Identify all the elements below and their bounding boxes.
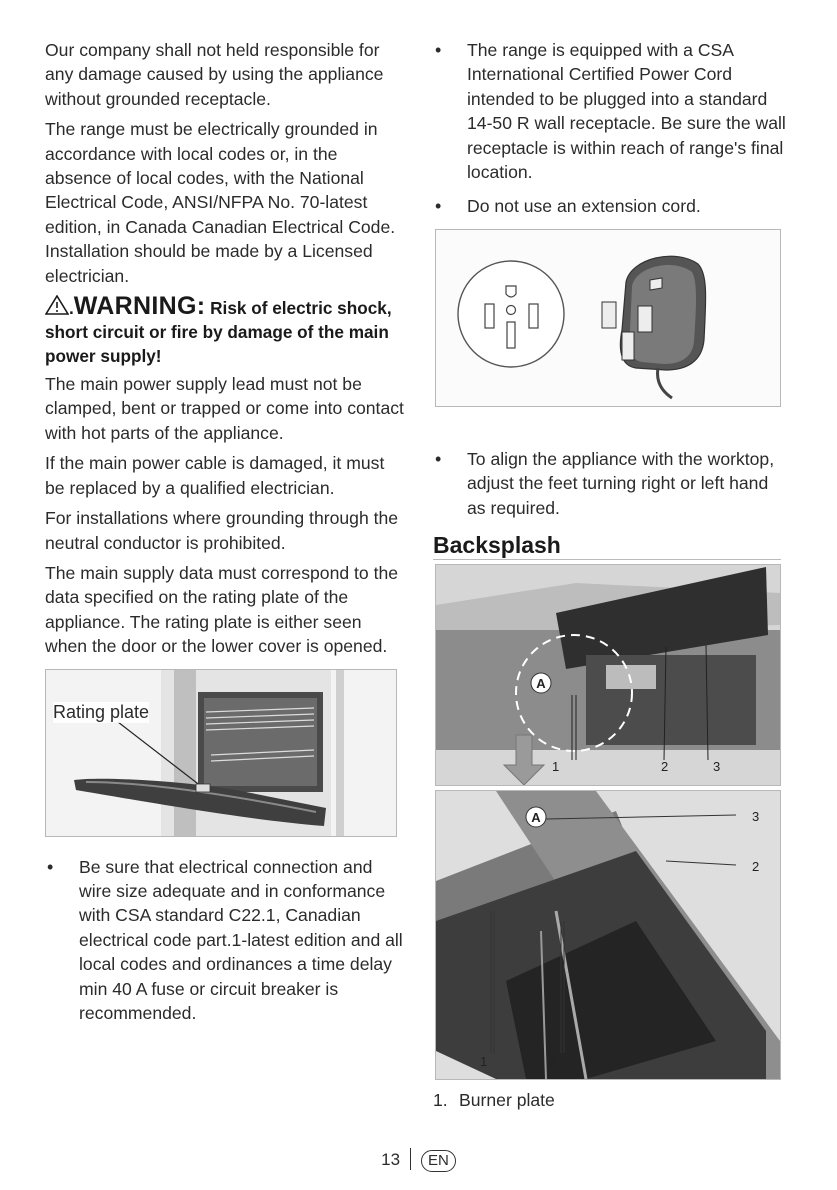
callout-1-top: 1 <box>552 759 559 774</box>
bullet-power-cord: The range is equipped with a CSA Interna… <box>467 40 786 183</box>
list-item: •Do not use an extension cord. <box>435 196 701 217</box>
callout-2-top: 2 <box>661 759 668 774</box>
language-badge: EN <box>421 1150 456 1172</box>
backsplash-bottom-illustration: A 3 2 1 2 <box>436 791 780 1080</box>
backsplash-figure-bottom: A 3 2 1 2 <box>435 790 781 1081</box>
list-item: •To align the appliance with the worktop… <box>435 448 775 518</box>
callout-2-bottom: 2 <box>549 1054 556 1069</box>
paragraph-neutral-conductor: For installations where grounding throug… <box>45 508 399 553</box>
receptacle-plug-illustration <box>457 255 707 400</box>
list-item-text: Burner plate <box>459 1090 555 1111</box>
warning-text: Risk of electric shock, short circuit or… <box>45 298 392 367</box>
callout-3-top: 3 <box>713 759 720 774</box>
right-bullet-list-align: •To align the appliance with the worktop… <box>433 447 788 520</box>
callout-1-bottom: 1 <box>480 1054 487 1069</box>
right-column: •The range is equipped with a CSA Intern… <box>433 38 788 1112</box>
warning-heading: .WARNING: Risk of electric shock, short … <box>44 292 392 367</box>
list-item-number: 1. <box>433 1090 448 1111</box>
parts-list: 1. Burner plate <box>433 1088 788 1112</box>
callout-3-bottom: 3 <box>752 809 759 824</box>
list-item: •The range is equipped with a CSA Intern… <box>435 40 786 183</box>
list-item: 1. Burner plate <box>433 1088 788 1112</box>
paragraph-rating-plate: The main supply data must correspond to … <box>45 562 399 657</box>
rating-plate-label: Rating plate <box>53 701 150 723</box>
section-title-backsplash: Backsplash <box>433 532 781 561</box>
rating-plate-figure: Rating plate <box>45 668 397 837</box>
list-item: •Be sure that electrical connection and … <box>47 856 403 1023</box>
receptacle-plug-figure <box>435 228 781 407</box>
backsplash-top-illustration: A 1 2 3 <box>436 565 780 786</box>
callout-a-top: A <box>536 676 546 691</box>
paragraph-grounding: The range must be electrically grounded … <box>45 119 396 286</box>
left-bullet-list: •Be sure that electrical connection and … <box>45 855 405 1026</box>
bullet-csa-standard: Be sure that electrical connection and w… <box>79 856 403 1023</box>
page-footer: 13 EN <box>0 1148 837 1172</box>
callout-a-bottom: A <box>531 810 541 825</box>
bullet-align-feet: To align the appliance with the worktop,… <box>467 448 775 518</box>
backsplash-figure-top: A 1 2 3 <box>435 564 781 787</box>
bullet-extension-cord: Do not use an extension cord. <box>467 196 701 217</box>
warning-word: WARNING: <box>73 292 206 321</box>
footer-divider <box>410 1148 412 1170</box>
paragraph-power-lead: The main power supply lead must not be c… <box>45 374 404 443</box>
left-column: Our company shall not held responsible f… <box>44 38 405 1035</box>
oven-door-illustration <box>46 669 396 836</box>
warning-triangle-icon <box>44 294 70 315</box>
paragraph-responsibility: Our company shall not held responsible f… <box>45 40 384 109</box>
page-number: 13 <box>381 1150 401 1169</box>
right-bullet-list-top: •The range is equipped with a CSA Intern… <box>433 38 788 219</box>
paragraph-damaged-cable: If the main power cable is damaged, it m… <box>45 453 385 498</box>
callout-2-right-bottom: 2 <box>752 859 759 874</box>
